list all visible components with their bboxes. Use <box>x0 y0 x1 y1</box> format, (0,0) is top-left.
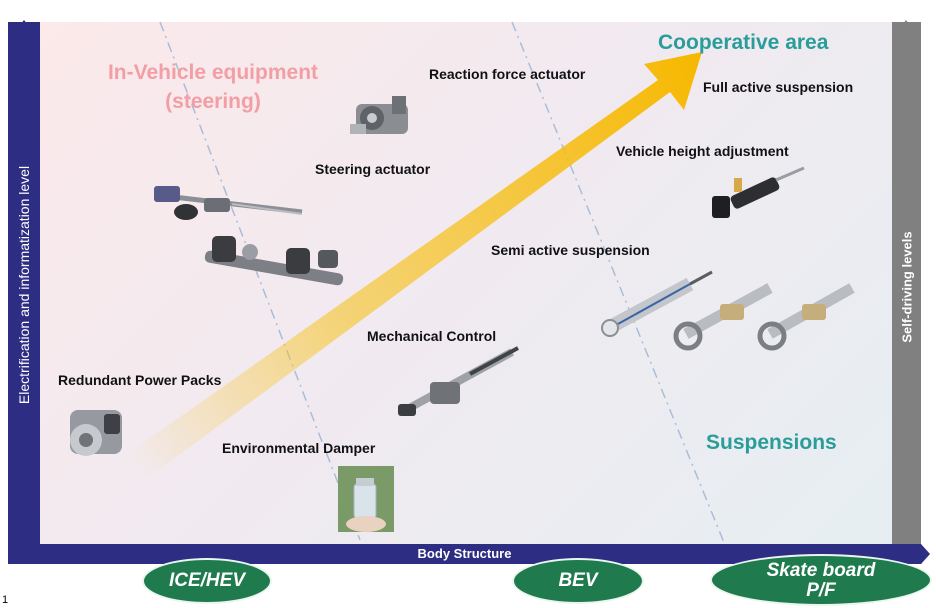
semi-active-damper-image <box>601 270 713 337</box>
divider-line-bev <box>511 21 726 546</box>
height-adjust-actuator-image <box>712 166 805 218</box>
platform-skateboard-line1: Skate board <box>766 560 876 581</box>
redundant-power-packs-label: Redundant Power Packs <box>58 372 222 388</box>
environmental-damper-photo <box>338 466 394 532</box>
bottom-bar-arrowhead <box>921 544 930 564</box>
x-axis-label: Body Structure <box>417 546 512 561</box>
steering-rack-image <box>154 186 303 220</box>
diagram-background <box>40 22 892 544</box>
semi-active-suspension-label: Semi active suspension <box>491 242 650 258</box>
active-suspension-unit-1-image <box>673 283 773 351</box>
cooperative-area-title: Cooperative area <box>658 31 829 54</box>
platform-skateboard-line2: P/F <box>806 580 836 601</box>
in-vehicle-title-line1: In-Vehicle equipment <box>107 61 319 84</box>
full-active-suspension-label: Full active suspension <box>703 79 854 95</box>
x-axis-bar: Body Structure <box>8 544 921 564</box>
vehicle-height-adjustment-label: Vehicle height adjustment <box>616 143 789 159</box>
mechanical-strut-image <box>398 346 519 416</box>
reaction-force-actuator-label: Reaction force actuator <box>429 66 586 82</box>
mechanical-control-label: Mechanical Control <box>367 328 497 344</box>
in-vehicle-title-line2: (steering) <box>165 90 261 113</box>
suspensions-title: Suspensions <box>706 431 837 454</box>
platform-ice-hev-label: ICE/HEV <box>168 570 246 591</box>
active-suspension-unit-2-image <box>757 283 855 351</box>
platform-bev: BEV <box>512 558 644 604</box>
self-driving-label: Self-driving levels <box>899 231 915 343</box>
steering-gear-image <box>204 236 344 286</box>
platform-ice-hev: ICE/HEV <box>142 558 272 604</box>
y-axis-bar <box>8 22 40 564</box>
platform-bev-label: BEV <box>558 570 598 591</box>
divider-line-ice <box>159 21 361 541</box>
in-vehicle-equipment-title: In-Vehicle equipment (steering) <box>88 58 338 116</box>
power-pack-image <box>70 410 122 456</box>
environmental-damper-label: Environmental Damper <box>222 440 376 456</box>
steering-actuator-label: Steering actuator <box>315 161 431 177</box>
self-driving-bar <box>892 22 921 544</box>
progress-arrow <box>122 52 702 478</box>
y-axis-label: Electrification and informatization leve… <box>16 165 32 405</box>
platform-skateboard: Skate board P/F <box>710 554 932 606</box>
reaction-force-actuator-image <box>350 96 408 134</box>
footnote-number: 1 <box>2 594 9 606</box>
